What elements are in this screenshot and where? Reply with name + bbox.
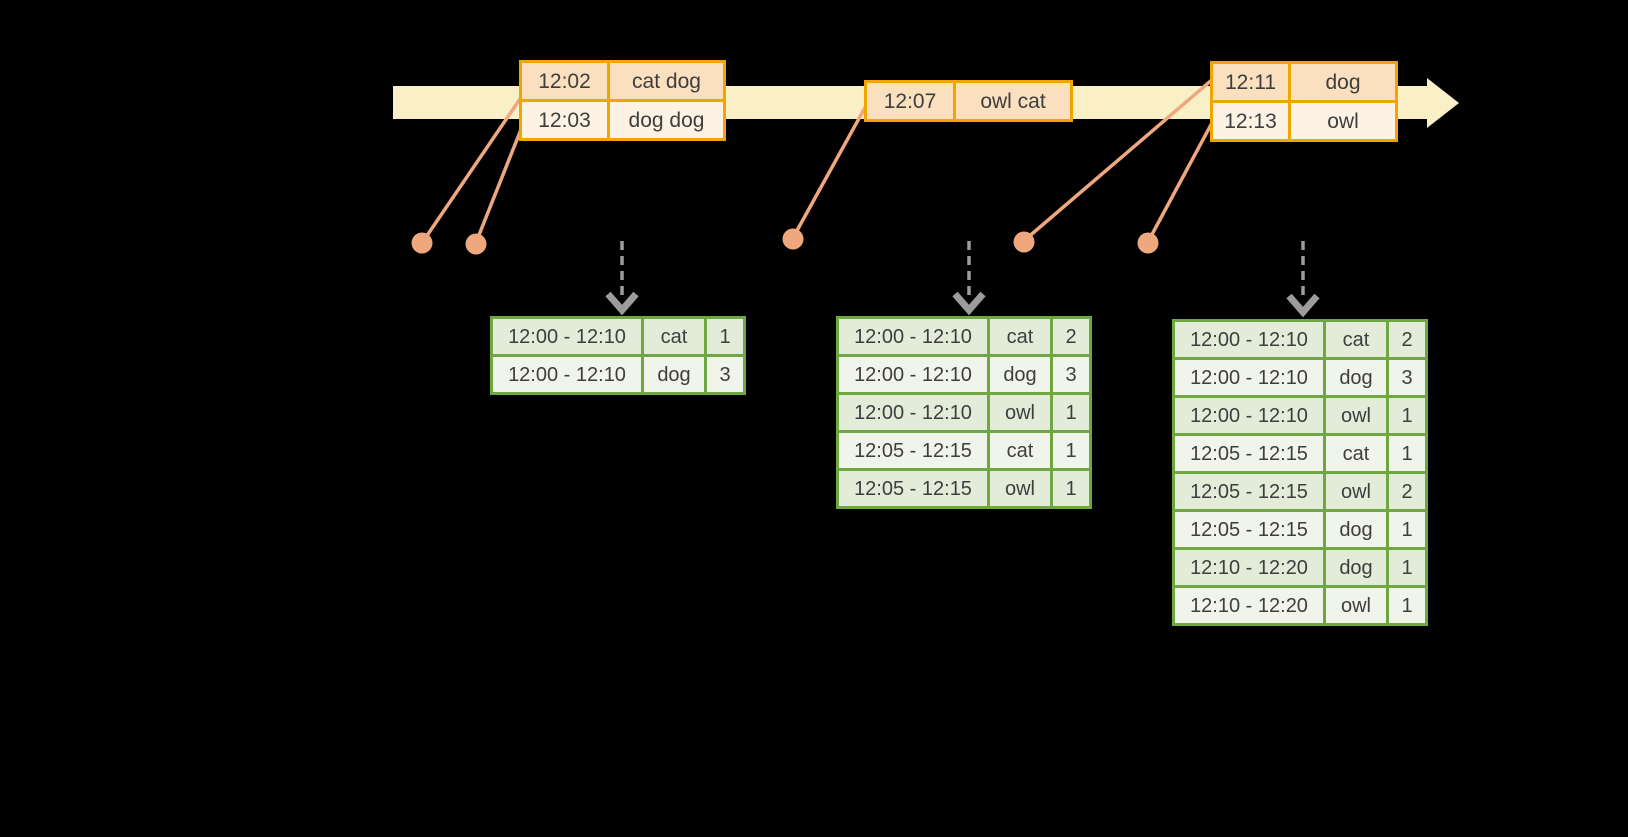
input-table-2-r0-words-cell: owl cat — [956, 83, 1070, 119]
result-table-2-r4-word-cell: owl — [990, 471, 1050, 506]
event-connector-3 — [792, 103, 869, 237]
result-table-3-r5-count-cell: 1 — [1389, 512, 1425, 547]
result-table-3-r2-window-cell: 12:00 - 12:10 — [1175, 398, 1323, 433]
result-table-1-r1-word-cell: dog — [644, 357, 704, 392]
event-dot-4 — [1013, 231, 1035, 253]
result-table-2-r1-count-cell: 3 — [1053, 357, 1089, 392]
result-table-2-r1-word-cell: dog — [990, 357, 1050, 392]
result-table-3-r6-count-cell: 1 — [1389, 550, 1425, 585]
result-table-2-r0-window-cell: 12:00 - 12:10 — [839, 319, 987, 354]
result-table-1-r0-count-cell: 1 — [707, 319, 743, 354]
trigger-arrowhead-3-icon — [1286, 293, 1320, 318]
input-table-1-r1-words-cell: dog dog — [610, 102, 723, 138]
result-table-2-r4-window-cell: 12:05 - 12:15 — [839, 471, 987, 506]
result-table-1-r0-word-cell: cat — [644, 319, 704, 354]
timeline-arrowhead-icon — [1427, 78, 1459, 128]
input-table-1-r0-time-cell: 12:02 — [522, 63, 607, 99]
result-table-1-r0-window-cell: 12:00 - 12:10 — [493, 319, 641, 354]
result-table-3-r3-window-cell: 12:05 - 12:15 — [1175, 436, 1323, 471]
result-table-3-r3-count-cell: 1 — [1389, 436, 1425, 471]
result-table-2-r0-word-cell: cat — [990, 319, 1050, 354]
result-table-2-r2-word-cell: owl — [990, 395, 1050, 430]
event-dot-5 — [1137, 232, 1159, 254]
event-dot-1 — [411, 232, 433, 254]
result-table-3-r5-word-cell: dog — [1326, 512, 1386, 547]
result-table-3-r0-window-cell: 12:00 - 12:10 — [1175, 322, 1323, 357]
event-connector-1 — [422, 95, 524, 241]
input-table-2-r0-time-cell: 12:07 — [867, 83, 953, 119]
result-table-3-r0-count-cell: 2 — [1389, 322, 1425, 357]
input-table-1-r0-words-cell: cat dog — [610, 63, 723, 99]
input-table-3-r1-words-cell: owl — [1291, 103, 1395, 139]
event-dot-3 — [782, 228, 804, 250]
input-table-1-r1-time-cell: 12:03 — [522, 102, 607, 138]
result-table-3-r7-window-cell: 12:10 - 12:20 — [1175, 588, 1323, 623]
result-table-3-r0-word-cell: cat — [1326, 322, 1386, 357]
result-table-3-r5-window-cell: 12:05 - 12:15 — [1175, 512, 1323, 547]
input-table-3-r0-words-cell: dog — [1291, 64, 1395, 100]
result-table-3-r4-word-cell: owl — [1326, 474, 1386, 509]
event-dot-2 — [465, 233, 487, 255]
trigger-arrowhead-2-icon — [952, 291, 986, 316]
result-table-1-r1-count-cell: 3 — [707, 357, 743, 392]
input-table-3-r1-time-cell: 12:13 — [1213, 103, 1288, 139]
result-table-1-r1-window-cell: 12:00 - 12:10 — [493, 357, 641, 392]
result-table-2-r1-window-cell: 12:00 - 12:10 — [839, 357, 987, 392]
result-table-3-r7-word-cell: owl — [1326, 588, 1386, 623]
result-table-2-r2-window-cell: 12:00 - 12:10 — [839, 395, 987, 430]
result-table-3-r2-count-cell: 1 — [1389, 398, 1425, 433]
event-connector-2 — [475, 126, 524, 241]
result-table-3-r4-window-cell: 12:05 - 12:15 — [1175, 474, 1323, 509]
result-table-3-r1-word-cell: dog — [1326, 360, 1386, 395]
result-table-3-r7-count-cell: 1 — [1389, 588, 1425, 623]
result-table-3-r3-word-cell: cat — [1326, 436, 1386, 471]
result-table-3-r1-window-cell: 12:00 - 12:10 — [1175, 360, 1323, 395]
result-table-3-r6-window-cell: 12:10 - 12:20 — [1175, 550, 1323, 585]
result-table-2-r4-count-cell: 1 — [1053, 471, 1089, 506]
input-table-3-r0-time-cell: 12:11 — [1213, 64, 1288, 100]
result-table-2-r2-count-cell: 1 — [1053, 395, 1089, 430]
result-table-3-r2-word-cell: owl — [1326, 398, 1386, 433]
result-table-2-r3-window-cell: 12:05 - 12:15 — [839, 433, 987, 468]
result-table-2-r3-count-cell: 1 — [1053, 433, 1089, 468]
result-table-3-r4-count-cell: 2 — [1389, 474, 1425, 509]
event-connector-5 — [1147, 120, 1215, 241]
result-table-2-r3-word-cell: cat — [990, 433, 1050, 468]
result-table-3-r6-word-cell: dog — [1326, 550, 1386, 585]
event-connector-4 — [1024, 77, 1215, 241]
result-table-3-r1-count-cell: 3 — [1389, 360, 1425, 395]
trigger-arrowhead-1-icon — [605, 291, 639, 316]
result-table-2-r0-count-cell: 2 — [1053, 319, 1089, 354]
